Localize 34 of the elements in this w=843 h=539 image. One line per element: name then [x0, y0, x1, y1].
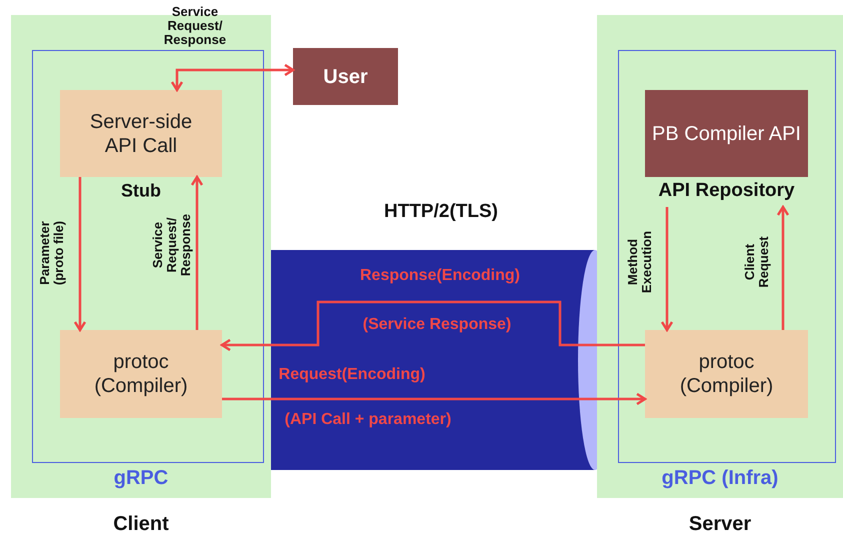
side-caption: Server	[688, 513, 752, 536]
group-panel	[11, 15, 271, 498]
arrow	[660, 207, 674, 332]
process-box	[60, 330, 222, 418]
arrow	[776, 206, 790, 330]
arrow	[220, 300, 645, 352]
box-text: Server-side API Call	[88, 110, 194, 158]
arrow	[222, 392, 646, 406]
arrow	[74, 177, 86, 332]
edge-label: Service Request/ Response	[151, 212, 193, 278]
edge-label: Request(Encoding)	[278, 366, 426, 384]
process-box	[60, 90, 222, 177]
arrow	[170, 64, 294, 92]
box-text: User	[323, 64, 368, 88]
group-title: gRPC	[112, 467, 170, 490]
box-text: PB Compiler API	[652, 122, 801, 146]
process-box	[645, 330, 808, 418]
component-heading: API Repository	[657, 180, 796, 202]
arrow	[190, 176, 204, 330]
side-caption: Client	[112, 513, 170, 536]
box-text: protoc (Compiler)	[678, 350, 774, 398]
edge-label: Client Request	[743, 235, 771, 290]
group-panel	[597, 15, 843, 498]
box-text: protoc (Compiler)	[93, 350, 189, 398]
edge-label: Method Execution	[626, 230, 654, 296]
edge-label: Parameter (proto file)	[38, 220, 66, 288]
edge-label: Service Request/ Response	[162, 5, 228, 47]
actor-box	[293, 48, 398, 105]
channel-heading: HTTP/2(TLS)	[384, 201, 498, 223]
section-label: Stub	[121, 180, 161, 202]
group-title: gRPC (Infra)	[660, 467, 780, 490]
edge-note: (API Call + parameter)	[284, 411, 452, 429]
edge-note: (Service Response)	[362, 316, 512, 334]
edge-label: Response(Encoding)	[360, 267, 520, 285]
